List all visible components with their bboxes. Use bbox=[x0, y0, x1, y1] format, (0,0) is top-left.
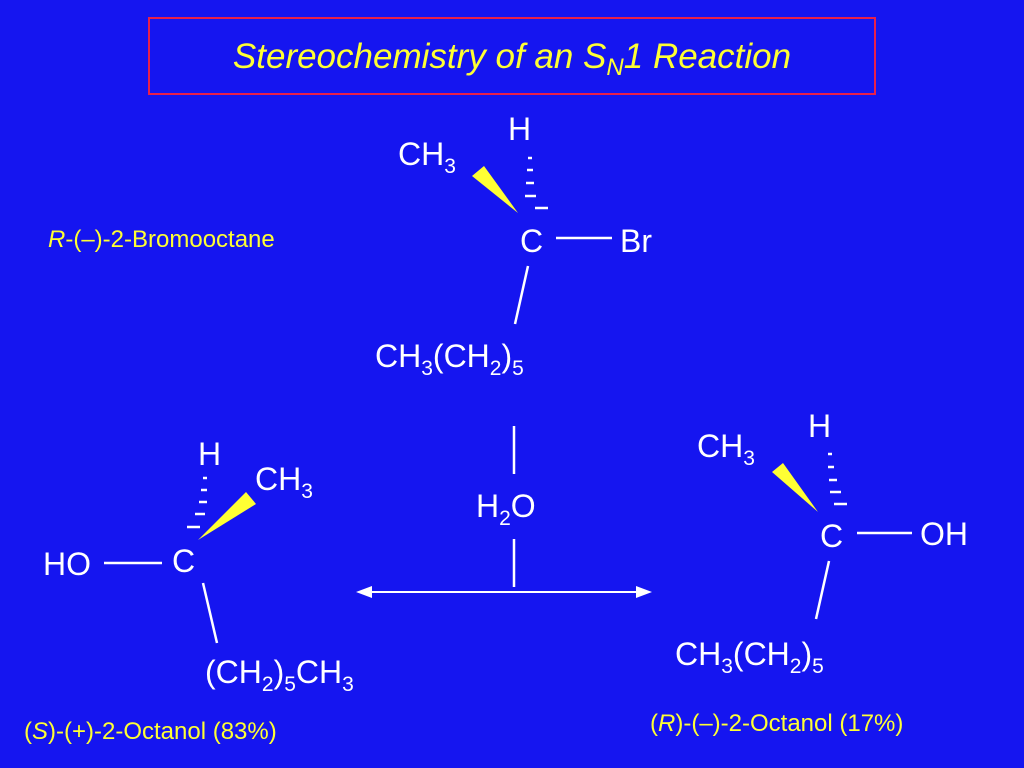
product-r-chain: CH3(CH2)5 bbox=[675, 636, 824, 678]
reactant-ch3: CH3 bbox=[398, 136, 456, 178]
reagent-water: H2O bbox=[476, 488, 536, 530]
product-r-wedge-bond bbox=[772, 463, 818, 512]
reactant-carbon: C bbox=[520, 223, 544, 259]
arrowhead-right bbox=[636, 586, 652, 598]
title-tail: 1 Reaction bbox=[623, 37, 792, 76]
product-r-c-chain-bond bbox=[814, 560, 831, 620]
reactant-c-chain-bond bbox=[513, 265, 530, 325]
product-s-ho: HO bbox=[43, 546, 91, 582]
product-s-h: H bbox=[198, 436, 222, 472]
product-s-wedge-bond bbox=[198, 492, 256, 540]
title-main: Stereochemistry of an S bbox=[232, 37, 607, 76]
reactant-h: H bbox=[508, 111, 532, 147]
reactant-chain: CH3(CH2)5 bbox=[375, 338, 524, 380]
reactant-name-rest: -(–)-2-Bromooctane bbox=[65, 226, 275, 253]
product-r-hash-bond bbox=[828, 452, 847, 506]
slide-title: Stereochemistry of an SN1 Reaction bbox=[150, 37, 874, 82]
reactant-wedge-bond bbox=[472, 166, 518, 213]
arrowhead-left bbox=[356, 586, 372, 598]
product-s-chain: (CH2)5CH3 bbox=[205, 654, 354, 696]
product-r-oh: OH bbox=[920, 516, 968, 552]
reactant-hash-bond bbox=[525, 156, 548, 210]
product-s-carbon: C bbox=[172, 543, 196, 579]
product-s-name: (S)-(+)-2-Octanol (83%) bbox=[24, 718, 277, 745]
reactant-br: Br bbox=[620, 223, 652, 259]
reactant-name-italic: R bbox=[48, 226, 66, 253]
product-s-ch3: CH3 bbox=[255, 461, 313, 503]
product-r-name: (R)-(–)-2-Octanol (17%) bbox=[650, 710, 904, 737]
reactant-name: R-(–)-2-Bromooctane bbox=[48, 228, 275, 252]
product-r-h: H bbox=[808, 408, 832, 444]
product-r-carbon: C bbox=[820, 518, 844, 554]
product-r-ch3: CH3 bbox=[697, 428, 755, 470]
title-subscript: N bbox=[606, 54, 624, 81]
product-s-c-chain-bond bbox=[201, 582, 219, 644]
title-box: Stereochemistry of an SN1 Reaction bbox=[148, 17, 876, 95]
product-s-hash-bond bbox=[187, 476, 207, 529]
